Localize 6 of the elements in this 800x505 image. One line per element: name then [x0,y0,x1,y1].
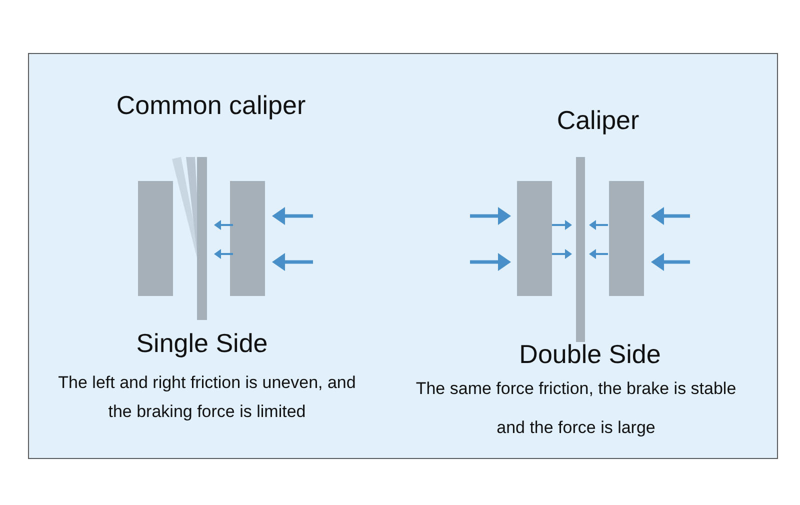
subheading: Double Side [518,338,662,370]
heading: Common caliper [115,89,307,121]
heading: Caliper [556,104,640,136]
description: The left and right friction is uneven, and the braking force is limited [57,372,357,423]
subheading: Single Side [135,327,269,359]
description: The same force friction, the brake is stable and the force is large [414,378,738,439]
